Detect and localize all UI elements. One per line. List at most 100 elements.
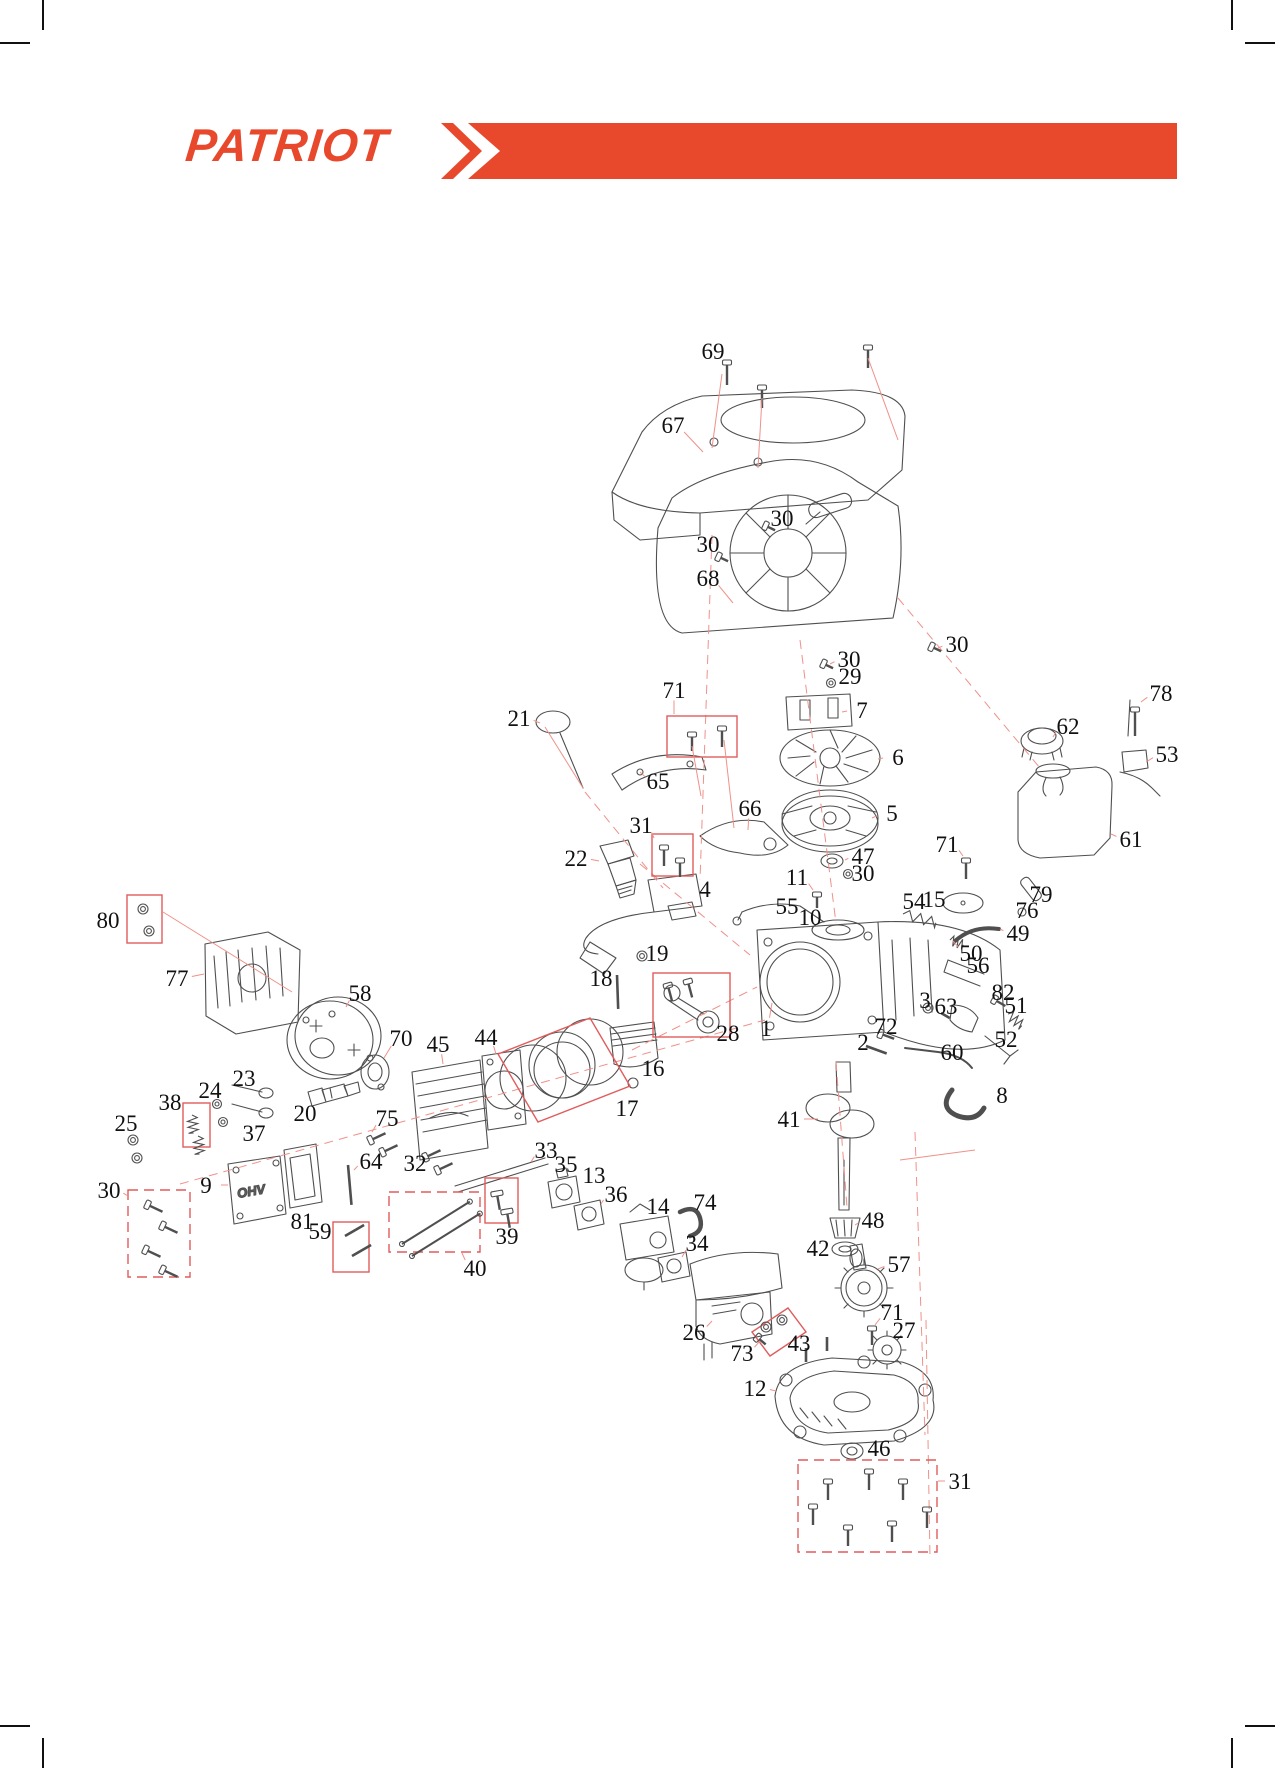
rod-icon <box>351 1243 372 1258</box>
part-label-54: 54 <box>903 889 927 914</box>
banner-bar <box>468 123 1177 179</box>
part-label-41: 41 <box>778 1107 801 1132</box>
part-label-71: 71 <box>663 678 686 703</box>
leader-line <box>530 1156 535 1163</box>
part-label-45: 45 <box>427 1032 450 1057</box>
rod-icon <box>344 1223 365 1238</box>
part-label-39: 39 <box>496 1224 519 1249</box>
part-label-32: 32 <box>404 1151 427 1176</box>
leader-line <box>162 911 293 993</box>
bolt-icon <box>990 994 1006 1008</box>
part-label-53: 53 <box>1156 742 1179 767</box>
group-box-59 <box>332 1221 370 1273</box>
screw-icon <box>1129 706 1141 736</box>
leader-line <box>877 757 884 760</box>
leader-line <box>383 1045 392 1059</box>
part-label-57: 57 <box>888 1252 911 1277</box>
leader-line <box>844 857 849 861</box>
part-label-11: 11 <box>786 865 808 890</box>
part-label-6: 6 <box>892 745 904 770</box>
screw-icon <box>682 977 694 998</box>
leader-line <box>533 719 541 724</box>
leader-line <box>691 745 702 797</box>
part-label-68: 68 <box>697 566 720 591</box>
axis-line <box>925 1319 931 1559</box>
part-label-76: 76 <box>1016 898 1039 923</box>
crop-mark <box>42 0 44 30</box>
part-label-56: 56 <box>967 953 990 978</box>
part-label-50: 50 <box>960 941 983 966</box>
leader-line <box>841 710 848 713</box>
carb-gasket-art <box>657 1251 691 1283</box>
part-label-9: 9 <box>200 1173 212 1198</box>
leader-line <box>867 357 899 441</box>
screw-icon <box>674 857 686 877</box>
leader-line <box>871 815 878 819</box>
rod-icon <box>346 1164 353 1205</box>
screw-icon <box>662 981 674 1002</box>
group-box-31 <box>797 1459 938 1553</box>
crop-mark <box>1245 42 1275 44</box>
part-label-20: 20 <box>294 1101 317 1126</box>
screw-icon <box>866 1325 878 1345</box>
part-label-27: 27 <box>893 1318 916 1343</box>
leader-line <box>1140 696 1148 703</box>
leader-line <box>808 883 814 891</box>
part-label-72: 72 <box>875 1014 898 1039</box>
part-label-19: 19 <box>646 941 669 966</box>
part-label-74: 74 <box>694 1190 718 1215</box>
part-label-59: 59 <box>309 1219 332 1244</box>
leader-line <box>544 726 584 789</box>
part-label-51: 51 <box>1005 993 1028 1018</box>
part-label-30: 30 <box>697 532 720 557</box>
lower-bearing-art <box>829 1217 861 1257</box>
part-label-8: 8 <box>996 1083 1008 1108</box>
screw-icon <box>811 891 823 908</box>
rod-icon <box>865 1044 888 1055</box>
part-label-2: 2 <box>857 1030 869 1055</box>
bolt-icon <box>158 1264 179 1278</box>
washer-icon <box>143 925 155 937</box>
screw-icon <box>658 844 670 866</box>
part-label-75: 75 <box>376 1106 399 1131</box>
rod-icon <box>940 1011 951 1020</box>
leader-line <box>723 739 735 829</box>
part-label-81: 81 <box>291 1209 314 1234</box>
leader-line <box>899 1149 976 1161</box>
leader-line <box>877 1265 885 1270</box>
spring-icon <box>902 909 937 930</box>
part-label-71: 71 <box>881 1300 904 1325</box>
leader-line <box>952 940 959 948</box>
cylinder-head-art <box>411 1059 489 1161</box>
nut-icon <box>217 1116 229 1128</box>
group-boxes <box>126 715 938 1553</box>
part-label-78: 78 <box>1150 681 1173 706</box>
part-label-73: 73 <box>731 1341 754 1366</box>
part-label-42: 42 <box>807 1236 830 1261</box>
crop-mark <box>1245 1725 1275 1727</box>
axis-line <box>639 863 751 956</box>
part-label-65: 65 <box>647 769 670 794</box>
nut-icon <box>842 868 854 880</box>
part-label-36: 36 <box>605 1182 628 1207</box>
axis-line <box>631 986 758 1051</box>
leader-line <box>683 431 704 453</box>
leader-line <box>371 1124 377 1133</box>
part-label-37: 37 <box>243 1121 266 1146</box>
part-label-47: 47 <box>852 844 875 869</box>
pushrod-icon <box>398 1198 473 1248</box>
part-label-44: 44 <box>475 1025 499 1050</box>
part-label-30: 30 <box>771 506 794 531</box>
cylinder-block-art <box>756 919 1006 1050</box>
spark-plug-art <box>307 1081 361 1107</box>
leader-line <box>493 1045 497 1055</box>
part-label-55: 55 <box>776 894 799 919</box>
part-label-38: 38 <box>159 1090 182 1115</box>
part-label-30: 30 <box>946 632 969 657</box>
leader-line <box>937 645 943 649</box>
leader-line <box>706 1320 713 1327</box>
part-label-60: 60 <box>941 1040 964 1065</box>
leader-line <box>1052 731 1057 738</box>
muffler-art <box>286 996 382 1080</box>
axis-line <box>799 639 837 924</box>
